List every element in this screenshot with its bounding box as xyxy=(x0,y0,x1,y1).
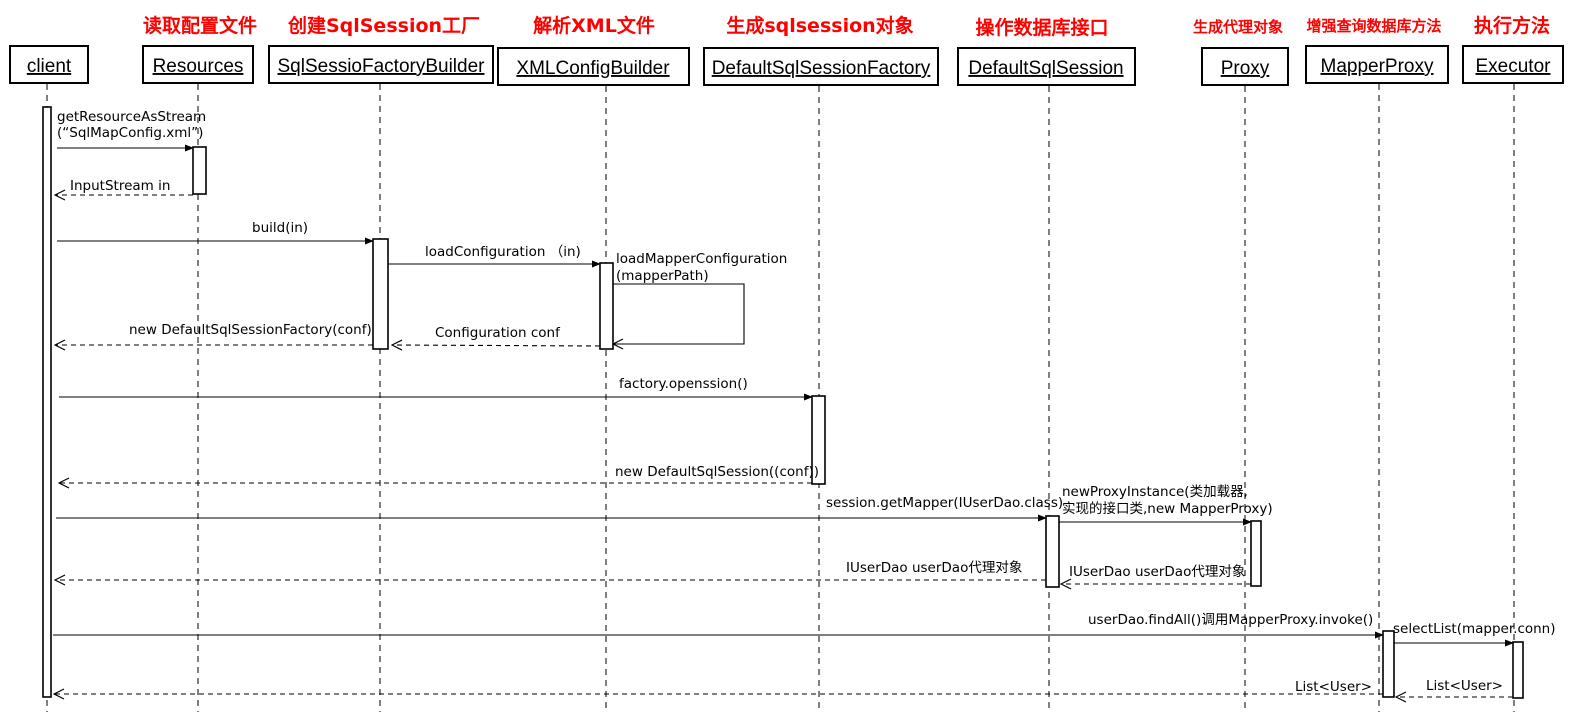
message-factory-return: new DefaultSqlSessionFactory(conf) xyxy=(55,322,373,345)
message-select-list: selectList(mapper.conn) xyxy=(1393,621,1556,647)
message-label: newProxyInstance(类加载器, xyxy=(1062,484,1248,500)
activation-resources xyxy=(192,146,207,195)
message-session-return: new DefaultSqlSession((conf)) xyxy=(59,464,819,483)
message-label: factory.openssion() xyxy=(619,376,748,392)
participant-executor: Executor xyxy=(1462,45,1564,84)
message-find-all: userDao.findAll()调用MapperProxy.invoke() xyxy=(53,612,1384,639)
message-label: session.getMapper(IUserDao.class) xyxy=(826,495,1063,511)
message-build: build(in) xyxy=(57,220,374,245)
message-label: userDao.findAll()调用MapperProxy.invoke() xyxy=(1088,612,1373,628)
message-label: List<User> xyxy=(1295,679,1372,695)
message-label: new DefaultSqlSession((conf)) xyxy=(615,464,819,480)
activation-mapperproxy xyxy=(1382,630,1395,698)
participant-name: XMLConfigBuilder xyxy=(516,58,670,79)
participant-name: DefaultSqlSession xyxy=(968,58,1123,79)
activations xyxy=(42,106,1524,699)
message-label: Configuration conf xyxy=(435,325,561,341)
participant-name: DefaultSqlSessionFactory xyxy=(712,58,931,79)
message-label: loadMapperConfiguration xyxy=(616,251,787,267)
caption-resources: 读取配置文件 xyxy=(143,14,257,37)
message-new-proxy-instance: newProxyInstance(类加载器, 实现的接口类,new Mapper… xyxy=(1059,484,1273,526)
participant-xmlbuilder: XMLConfigBuilder xyxy=(497,47,690,86)
participant-factory: DefaultSqlSessionFactory xyxy=(703,47,939,86)
participant-mapperproxy: MapperProxy xyxy=(1305,45,1449,84)
message-configuration-return: Configuration conf xyxy=(392,325,601,346)
message-label: selectList(mapper.conn) xyxy=(1393,621,1556,637)
message-executor-return: List<User> xyxy=(1396,678,1513,697)
participant-name: Executor xyxy=(1476,56,1552,77)
message-label: (mapperPath) xyxy=(616,268,709,284)
participants: client Resources SqlSessioFactoryBuilder… xyxy=(9,45,1564,86)
caption-executor: 执行方法 xyxy=(1474,14,1550,37)
participant-proxy: Proxy xyxy=(1201,47,1289,86)
message-label: IUserDao userDao代理对象 xyxy=(846,560,1022,576)
participant-name: MapperProxy xyxy=(1321,56,1434,77)
captions: 读取配置文件 创建SqlSession工厂 解析XML文件 生成sqlsessi… xyxy=(143,14,1550,39)
message-get-resource-as-stream: getResourceAsStream (“SqlMapConfig.xml”) xyxy=(57,109,206,152)
participant-name: Proxy xyxy=(1221,58,1270,79)
caption-builder: 创建SqlSession工厂 xyxy=(287,14,480,37)
message-proxy-return: IUserDao userDao代理对象 xyxy=(1061,564,1251,584)
message-label: build(in) xyxy=(252,220,308,236)
message-label: (“SqlMapConfig.xml”) xyxy=(57,125,203,141)
caption-xmlbuilder: 解析XML文件 xyxy=(533,14,655,37)
caption-proxy: 生成代理对象 xyxy=(1193,18,1283,36)
message-open-session: factory.openssion() xyxy=(59,376,813,401)
caption-session: 操作数据库接口 xyxy=(975,16,1108,39)
message-input-stream-return: InputStream in xyxy=(55,178,193,195)
activation-client xyxy=(42,106,52,698)
activation-executor xyxy=(1512,641,1524,699)
activation-proxy xyxy=(1250,520,1262,587)
activation-factory xyxy=(811,395,826,485)
message-label: List<User> xyxy=(1426,678,1503,694)
activation-session xyxy=(1045,515,1060,588)
participant-name: client xyxy=(27,56,72,77)
participant-name: Resources xyxy=(153,56,244,77)
message-label: InputStream in xyxy=(70,178,170,194)
participant-name: SqlSessioFactoryBuilder xyxy=(278,56,486,77)
activation-builder xyxy=(372,238,389,350)
message-label: 实现的接口类,new MapperProxy) xyxy=(1062,500,1273,517)
participant-resources: Resources xyxy=(142,45,254,84)
caption-factory: 生成sqlsession对象 xyxy=(726,14,913,37)
message-label: getResourceAsStream xyxy=(57,109,206,125)
participant-session: DefaultSqlSession xyxy=(957,47,1136,86)
message-label: loadConfiguration （in) xyxy=(425,244,581,260)
message-final-return: List<User> xyxy=(54,679,1383,695)
message-load-configuration: loadConfiguration （in) xyxy=(388,244,601,268)
messages: getResourceAsStream (“SqlMapConfig.xml”)… xyxy=(53,109,1556,697)
message-label: new DefaultSqlSessionFactory(conf) xyxy=(129,322,372,338)
caption-mapperproxy: 增强查询数据库方法 xyxy=(1306,17,1441,35)
participant-builder: SqlSessioFactoryBuilder xyxy=(268,45,494,84)
participant-client: client xyxy=(9,45,89,84)
activation-xmlbuilder xyxy=(599,262,614,350)
message-get-mapper: session.getMapper(IUserDao.class) xyxy=(56,495,1063,522)
message-load-mapper-configuration: loadMapperConfiguration (mapperPath) xyxy=(613,251,787,344)
message-label: IUserDao userDao代理对象 xyxy=(1069,564,1245,580)
message-mapper-return: IUserDao userDao代理对象 xyxy=(55,560,1046,580)
